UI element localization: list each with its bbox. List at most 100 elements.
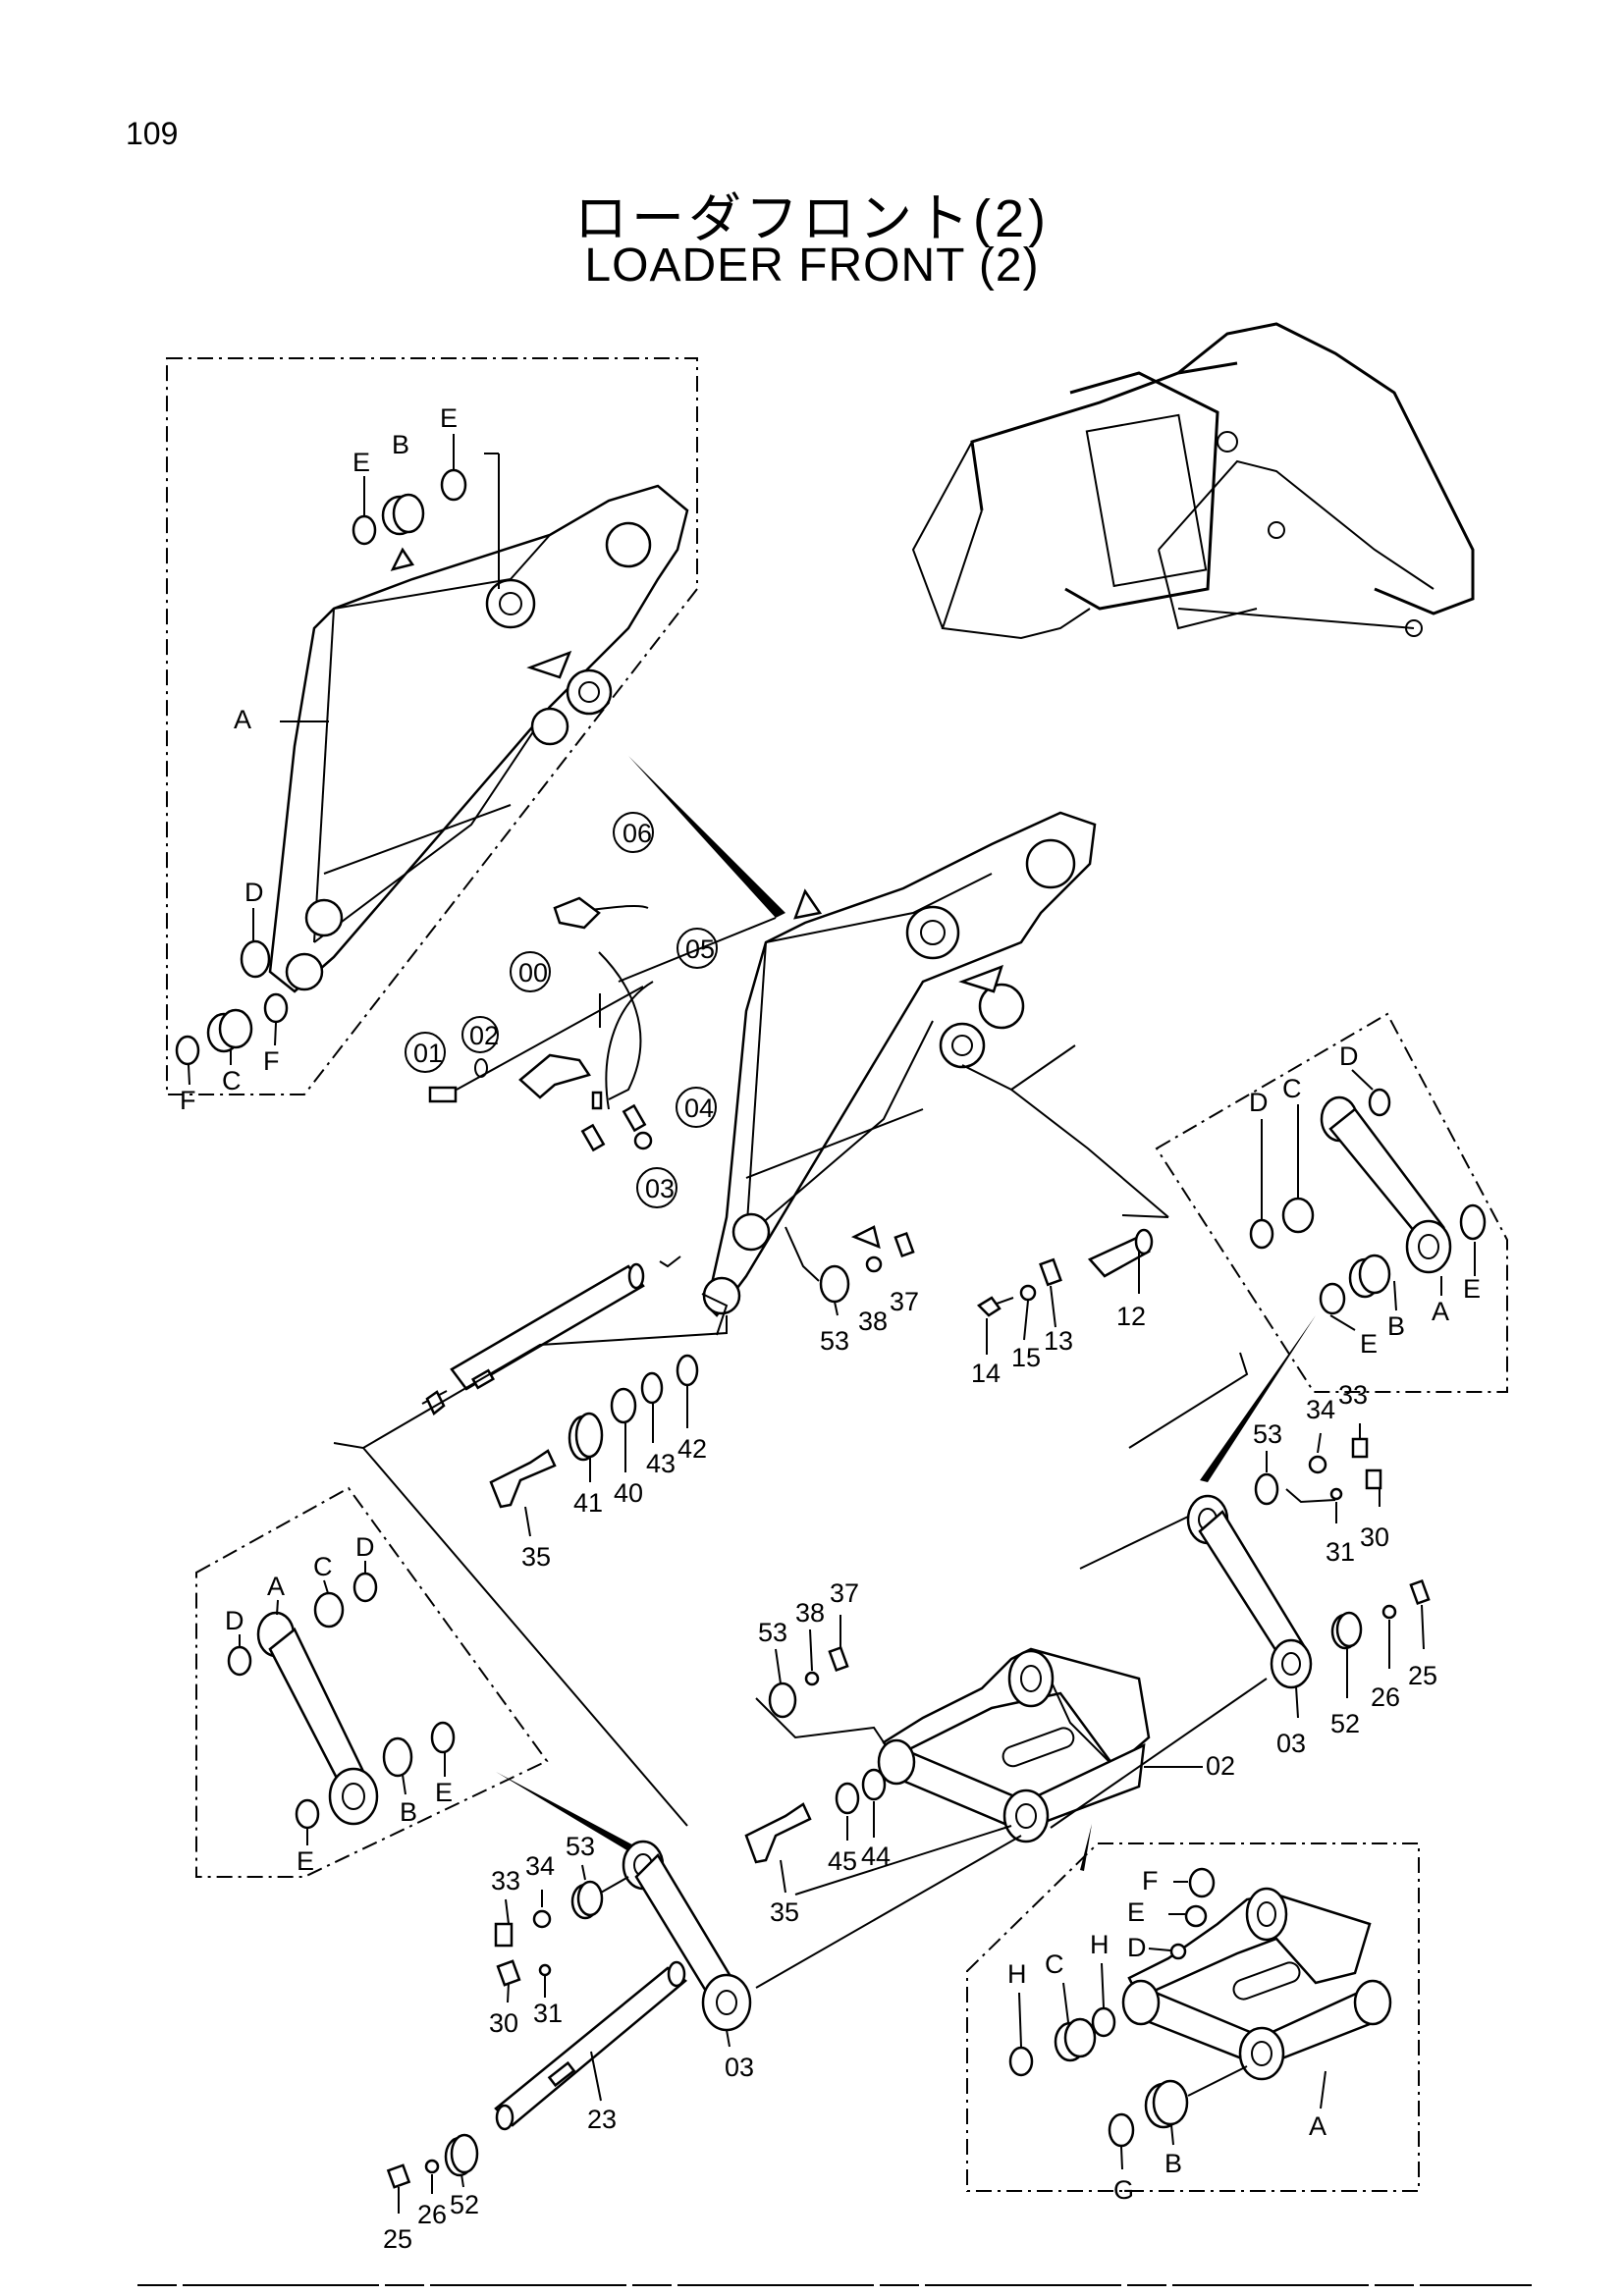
letter-l-B: B: [400, 1797, 417, 1827]
part-25-a: 25: [1408, 1661, 1437, 1690]
part-53-b: 53: [1253, 1419, 1282, 1449]
letter-tl-C: C: [222, 1066, 242, 1095]
letter-tl-E2: E: [440, 403, 458, 433]
part-53-c: 53: [758, 1618, 787, 1647]
boom-pin-shaft: [362, 1255, 728, 1449]
part-41: 41: [573, 1488, 603, 1518]
part-14: 14: [971, 1359, 1001, 1388]
letter-r-D1: D: [1339, 1041, 1359, 1071]
part-30-a: 30: [1360, 1522, 1389, 1552]
part-02: 02: [1206, 1751, 1235, 1781]
part-30-b: 30: [489, 2008, 518, 2038]
callout-04: 04: [684, 1094, 714, 1123]
letter-br-D: D: [1127, 1933, 1147, 1962]
part-31-b: 31: [533, 1999, 563, 2028]
pointer-wedge-1: [628, 756, 785, 918]
part-15: 15: [1011, 1343, 1041, 1372]
part-37-a: 37: [890, 1287, 919, 1316]
detail-box-bellcrank: [966, 1842, 1420, 2192]
letter-r-E2: E: [1360, 1329, 1378, 1359]
letter-br-A: A: [1309, 2111, 1326, 2141]
part-34-b: 34: [525, 1851, 555, 1881]
letter-r-A: A: [1432, 1297, 1449, 1326]
page-number: 109: [126, 116, 179, 151]
hardware-group-center-53: [768, 1615, 849, 1719]
part-33-a: 33: [1338, 1380, 1368, 1410]
letter-l-E1: E: [435, 1778, 453, 1807]
page-title-english: LOADER FRONT (2): [584, 240, 1040, 292]
part-35-a: 35: [521, 1542, 551, 1572]
part-26-a: 26: [1371, 1682, 1400, 1712]
part-44: 44: [861, 1842, 891, 1871]
part-31-a: 31: [1326, 1537, 1355, 1567]
pointer-wedge-4: [1080, 1824, 1092, 1871]
letter-br-F: F: [1142, 1866, 1159, 1896]
left-link: [333, 1442, 1022, 2048]
pointer-wedge-3: [496, 1772, 643, 1858]
letter-tl-F1: F: [180, 1086, 196, 1115]
letter-l-E2: E: [297, 1846, 314, 1876]
hardware-group-35-41: [489, 1354, 699, 1537]
part-37-b: 37: [830, 1578, 859, 1608]
part-43: 43: [646, 1449, 676, 1478]
bellcrank-detail: [1008, 1867, 1392, 2170]
letter-l-C: C: [313, 1552, 333, 1581]
part-25-b: 25: [383, 2224, 412, 2254]
letter-r-D2: D: [1249, 1088, 1269, 1117]
letter-l-A: A: [267, 1572, 285, 1601]
letter-br-H1: H: [1007, 1959, 1027, 1989]
detail-box-left-link: [195, 1486, 549, 1878]
letter-l-D1: D: [225, 1606, 244, 1635]
letter-r-B: B: [1387, 1311, 1405, 1341]
link-pin-shaft: [386, 1960, 688, 2214]
part-53-d: 53: [566, 1832, 595, 1861]
letter-tl-A: A: [234, 705, 251, 734]
callout-06: 06: [623, 819, 652, 848]
callout-00: 00: [518, 958, 548, 988]
pin-12-group: [961, 1044, 1169, 1317]
part-45: 45: [828, 1846, 857, 1876]
part-34-a: 34: [1306, 1395, 1335, 1424]
bellcrank: [744, 1647, 1268, 1896]
letter-tl-E1: E: [352, 448, 370, 477]
part-52-a: 52: [1330, 1709, 1360, 1738]
left-link-detail: [227, 1561, 456, 1845]
hardware-group-upper: [701, 1226, 915, 1336]
callout-03: 03: [645, 1174, 675, 1203]
letter-br-B: B: [1164, 2149, 1182, 2178]
callout-05: 05: [685, 934, 715, 964]
letter-tl-D: D: [244, 878, 264, 907]
letter-br-C: C: [1045, 1949, 1064, 1979]
letter-br-H2: H: [1090, 1930, 1110, 1959]
letter-br-G: G: [1113, 2175, 1134, 2205]
sensor-assembly: [428, 896, 777, 1152]
part-12: 12: [1116, 1302, 1146, 1331]
letter-r-C: C: [1282, 1074, 1302, 1103]
boom-detail: [268, 484, 689, 993]
right-link: [1079, 1352, 1382, 1689]
detail-box-right-link: [1155, 1012, 1508, 1393]
part-40: 40: [614, 1478, 643, 1508]
part-52-b: 52: [450, 2190, 479, 2219]
hardware-group-right-52: [1295, 1578, 1431, 1719]
letter-tl-B: B: [392, 430, 409, 459]
letter-l-D2: D: [355, 1532, 375, 1562]
callout-circles: [405, 812, 718, 1208]
right-link-detail: [1249, 1088, 1487, 1315]
boom-detail-parts: [175, 434, 500, 1066]
part-33-b: 33: [491, 1866, 520, 1896]
part-35-b: 35: [770, 1897, 799, 1927]
part-03-b: 03: [725, 2053, 754, 2082]
part-13: 13: [1044, 1326, 1073, 1356]
part-38-b: 38: [795, 1598, 825, 1628]
page-title-japanese: ローダフロント(2): [574, 189, 1050, 248]
main-boom: [702, 811, 1097, 1317]
pointer-wedge-2: [1200, 1315, 1316, 1482]
part-03-a: 03: [1276, 1729, 1306, 1758]
part-26-b: 26: [417, 2200, 447, 2229]
part-38-a: 38: [858, 1307, 888, 1336]
letter-tl-F2: F: [263, 1046, 280, 1076]
loader-overview-illustration: [911, 322, 1475, 640]
detail-box-boom: [166, 357, 698, 1095]
